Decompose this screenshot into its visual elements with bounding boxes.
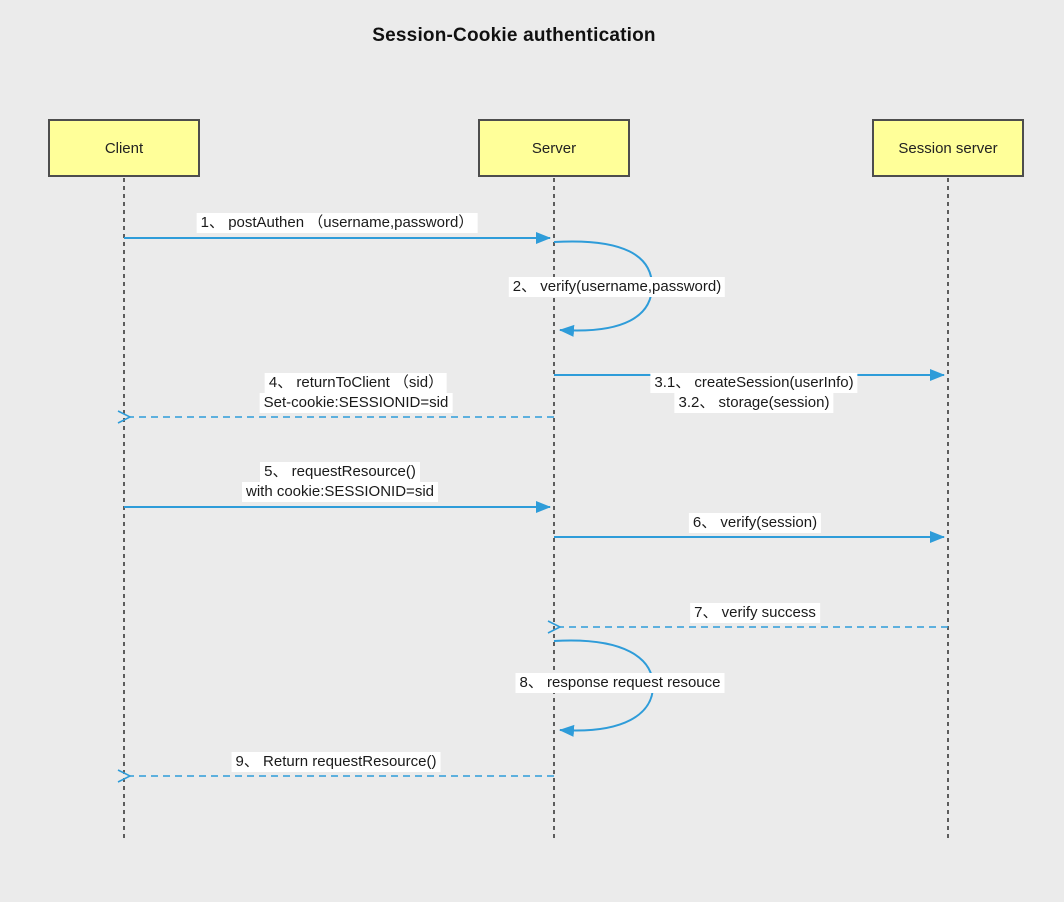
message-8-line-1: 8、 response request resouce bbox=[515, 673, 725, 693]
message-7-line-1: 7、 verify success bbox=[690, 603, 820, 623]
message-6-label: 6、 verify(session) bbox=[688, 513, 822, 533]
message-9-label: 9、 Return requestResource() bbox=[231, 752, 441, 772]
message-3-line-1: 3.1、 createSession(userInfo) bbox=[650, 373, 858, 393]
message-2-line-1: 2、 verify(username,password) bbox=[508, 277, 726, 297]
message-5-line-2: with cookie:SESSIONID=sid bbox=[242, 482, 438, 502]
actor-label-client: Client bbox=[104, 139, 144, 157]
message-4-line-2: Set-cookie:SESSIONID=sid bbox=[259, 393, 453, 413]
message-5-line-1: 5、 requestResource() bbox=[260, 462, 420, 482]
message-4-line-1: 4、 returnToClient （sid） bbox=[264, 373, 448, 393]
message-1-line-1: 1、 postAuthen （username,password） bbox=[196, 213, 478, 233]
message-7-label: 7、 verify success bbox=[690, 603, 820, 623]
message-8-label: 8、 response request resouce bbox=[515, 673, 725, 693]
message-5-label: 5、 requestResource() with cookie:SESSION… bbox=[242, 462, 438, 502]
message-6-line-1: 6、 verify(session) bbox=[688, 513, 822, 533]
message-4-label: 4、 returnToClient （sid） Set-cookie:SESSI… bbox=[259, 373, 453, 413]
actor-box-session-server: Session server bbox=[872, 119, 1024, 177]
diagram-title: Session-Cookie authentication bbox=[372, 25, 656, 46]
message-2-label: 2、 verify(username,password) bbox=[508, 277, 726, 297]
actor-box-server: Server bbox=[478, 119, 630, 177]
actor-label-server: Server bbox=[531, 139, 577, 157]
actor-box-client: Client bbox=[48, 119, 200, 177]
message-3-label: 3.1、 createSession(userInfo) 3.2、 storag… bbox=[650, 373, 858, 413]
message-3-line-2: 3.2、 storage(session) bbox=[674, 393, 834, 413]
message-9-line-1: 9、 Return requestResource() bbox=[231, 752, 441, 772]
actor-label-session-server: Session server bbox=[898, 139, 998, 157]
message-1-label: 1、 postAuthen （username,password） bbox=[196, 213, 478, 233]
